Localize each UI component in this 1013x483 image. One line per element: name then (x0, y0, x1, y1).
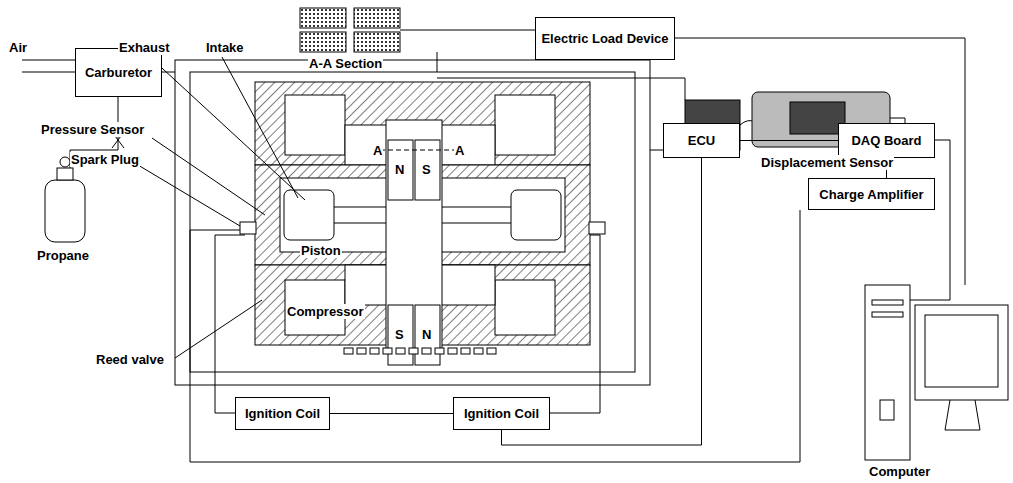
part-label: Exhaust (118, 40, 171, 55)
part-label: S (421, 162, 432, 177)
process-box: Ignition Coil (453, 397, 550, 430)
part-label: A (454, 143, 465, 158)
part-label: Intake (205, 40, 245, 55)
part-label: Propane (36, 248, 90, 263)
process-box: Electric Load Device (535, 17, 675, 60)
part-label: Computer (868, 464, 931, 479)
part-label: Displacement Sensor (760, 155, 894, 170)
process-box: ECU (663, 123, 740, 158)
process-box: Carburetor (75, 48, 162, 97)
wire-connector (330, 413, 453, 414)
process-box: Charge Amplifier (808, 178, 935, 210)
part-label: Spark Plug (70, 152, 140, 167)
part-label: Pressure Sensor (40, 122, 145, 137)
part-label: A (372, 143, 383, 158)
box-label: Ignition Coil (245, 406, 320, 421)
part-label: A-A Section (308, 56, 383, 71)
part-label: S (394, 327, 405, 342)
box-label: Carburetor (85, 65, 152, 80)
box-label: DAQ Board (851, 133, 921, 148)
part-label: Compressor (286, 304, 365, 319)
process-box: DAQ Board (838, 123, 935, 158)
part-label: N (394, 162, 405, 177)
process-box: Ignition Coil (235, 397, 330, 430)
part-label: Reed valve (95, 352, 165, 367)
part-label: Piston (300, 243, 342, 258)
box-label: Charge Amplifier (819, 187, 923, 202)
wire-connector (740, 140, 838, 141)
box-label: Ignition Coil (464, 406, 539, 421)
box-label: ECU (688, 133, 715, 148)
part-label: N (421, 327, 432, 342)
part-label: Air (8, 40, 28, 55)
box-label: Electric Load Device (541, 31, 668, 46)
